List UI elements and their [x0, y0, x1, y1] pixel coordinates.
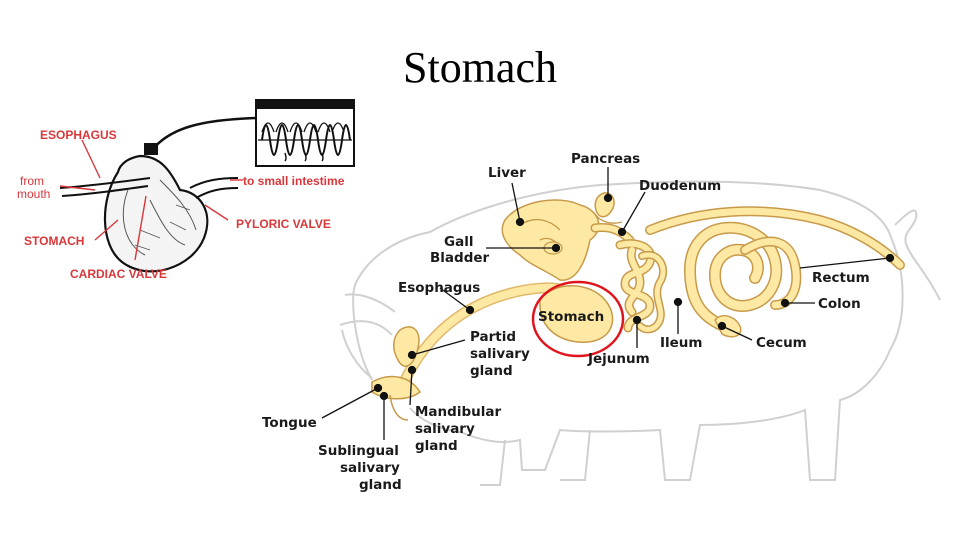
label-esophagus-pig: Esophagus [398, 280, 480, 296]
label-mandibular-1: Mandibular [415, 404, 501, 420]
label-to-small-intestine: to small intestime [243, 174, 345, 188]
label-sublingual-2: salivary [340, 460, 400, 476]
label-from-mouth-2: mouth [17, 187, 50, 201]
slide-title: Stomach [403, 43, 557, 92]
label-mandibular-3: gland [415, 438, 458, 454]
label-colon: Colon [818, 296, 861, 312]
label-esophagus: ESOPHAGUS [40, 128, 117, 142]
label-from-mouth-1: from [20, 174, 44, 188]
stomach-highlight-circle [531, 280, 625, 358]
label-stomach-red: STOMACH [24, 234, 84, 248]
label-duodenum: Duodenum [639, 178, 721, 194]
label-gall-2: Bladder [430, 250, 490, 266]
label-jejunum: Jejunum [587, 351, 650, 367]
label-partid-3: gland [470, 363, 513, 379]
pig-outline [339, 180, 941, 486]
label-ileum: Ileum [660, 335, 702, 351]
label-pancreas: Pancreas [571, 151, 640, 167]
pig-digestive-diagram: Pancreas Liver Duodenum Gall Bladder Rec… [262, 151, 941, 493]
label-stomach-pig: Stomach [538, 309, 604, 325]
label-partid-2: salivary [470, 346, 530, 362]
label-pyloric-valve: PYLORIC VALVE [236, 217, 331, 231]
label-gall-1: Gall [444, 234, 473, 250]
label-cardiac-valve: CARDIAC VALVE [70, 267, 167, 281]
intestine-wall-inset [255, 99, 355, 167]
label-liver: Liver [488, 165, 526, 181]
label-mandibular-2: salivary [415, 421, 475, 437]
label-cecum: Cecum [756, 335, 807, 351]
label-partid-1: Partid [470, 329, 516, 345]
label-rectum: Rectum [812, 270, 870, 286]
stomach-diagram: ESOPHAGUS from mouth to small intestime … [17, 99, 355, 281]
label-tongue: Tongue [262, 415, 317, 431]
label-sublingual-3: gland [359, 477, 402, 493]
label-sublingual-1: Sublingual [318, 443, 399, 459]
